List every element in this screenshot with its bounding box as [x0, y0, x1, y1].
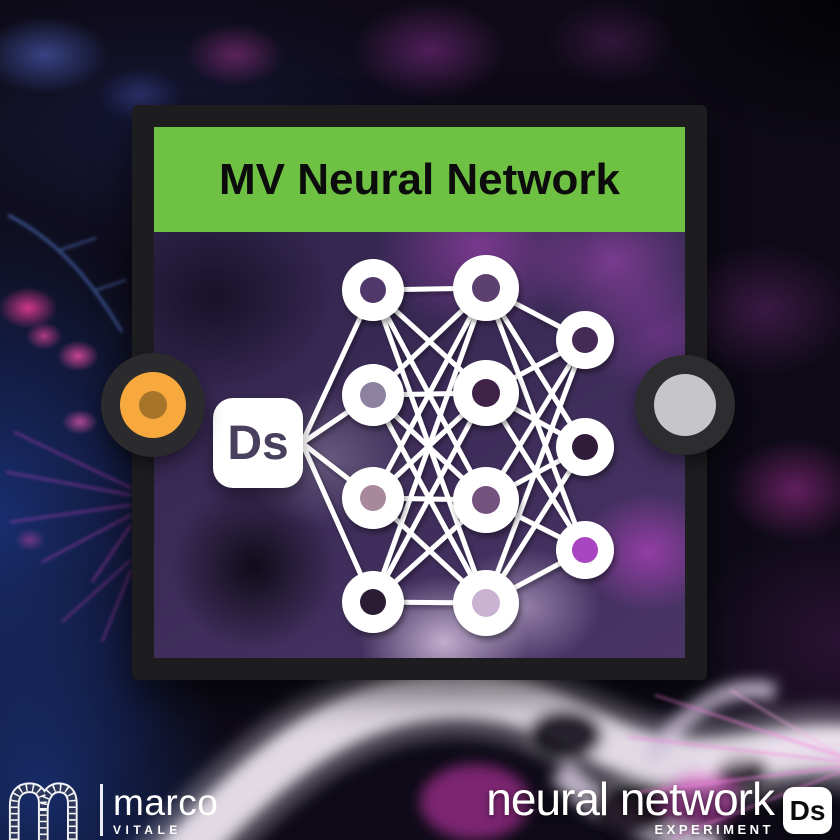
ds-badge-label: Ds: [789, 794, 826, 826]
brand-subtitle: VITALE: [113, 823, 182, 837]
output-port-inner: [654, 374, 716, 436]
series-subtitle: EXPERIMENT: [654, 822, 774, 837]
network-connection: [370, 390, 489, 605]
network-node-hole: [360, 485, 386, 511]
input-port-ring: [120, 372, 186, 438]
input-port: [101, 353, 205, 457]
network-node-hole: [472, 589, 500, 617]
ds-app-icon-label: Ds: [227, 416, 289, 470]
network-connection: [370, 285, 489, 501]
network-node-hole: [360, 589, 386, 615]
experiment-card-content: Ds MV Neural Network: [154, 127, 685, 658]
marco-m-lattice-icon: [8, 782, 78, 840]
network-node-hole: [572, 434, 598, 460]
network-node-hole: [472, 379, 500, 407]
network-node-hole: [472, 486, 500, 514]
output-port: [635, 355, 735, 455]
series-title: neural network: [486, 773, 775, 825]
network-node-hole: [360, 382, 386, 408]
network-node-hole: [572, 537, 598, 563]
network-node-hole: [360, 277, 386, 303]
brand-name: marco: [113, 782, 219, 823]
title-bar: MV Neural Network: [154, 127, 685, 232]
logo-divider: [100, 784, 103, 836]
network-connection: [483, 337, 588, 606]
input-port-core: [139, 391, 167, 419]
page-title: MV Neural Network: [219, 154, 620, 204]
network-connection: [370, 285, 489, 605]
ds-badge: Ds: [783, 787, 832, 834]
neural-network-diagram: [299, 255, 614, 636]
network-node-hole: [472, 274, 500, 302]
ds-app-icon: Ds: [213, 398, 303, 488]
marco-vitale-logo: marco VITALE: [8, 780, 218, 840]
experiment-card-frame: Ds MV Neural Network: [132, 105, 707, 680]
network-node-hole: [572, 327, 598, 353]
neural-network-experiment-logo: neural network EXPERIMENT Ds: [486, 773, 832, 837]
